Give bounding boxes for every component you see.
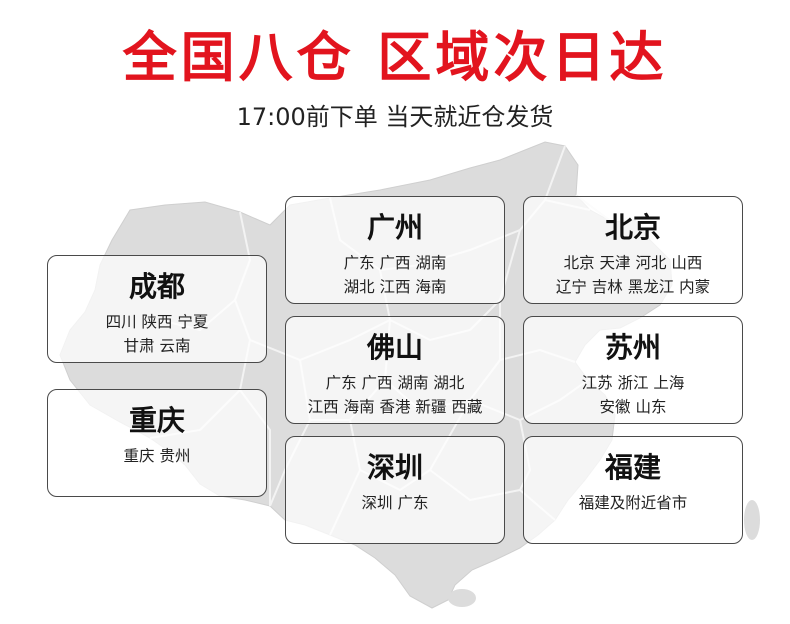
warehouse-name: 深圳	[366, 451, 423, 484]
warehouse-coverage-line: 江西 海南 香港 新疆 西藏	[307, 398, 483, 416]
warehouse-coverage-line: 广东 广西 湖南	[343, 254, 447, 272]
warehouse-name: 苏州	[604, 331, 661, 364]
warehouse-card-foshan: 佛山 广东 广西 湖南 湖北 江西 海南 香港 新疆 西藏	[285, 316, 505, 424]
warehouse-card-chongqing: 重庆 重庆 贵州	[47, 389, 267, 497]
warehouse-card-fujian: 福建 福建及附近省市	[523, 436, 743, 544]
warehouse-coverage-line: 安徽 山东	[599, 398, 667, 416]
warehouse-coverage-line: 湖北 江西 海南	[343, 278, 447, 296]
warehouse-coverage-line: 江苏 浙江 上海	[581, 374, 685, 392]
warehouse-name: 重庆	[128, 404, 185, 437]
warehouse-coverage-line: 福建及附近省市	[578, 494, 688, 512]
map-island-hainan	[448, 589, 476, 607]
warehouse-name: 广州	[366, 211, 423, 244]
warehouse-coverage-line: 广东 广西 湖南 湖北	[325, 374, 465, 392]
warehouse-card-beijing: 北京 北京 天津 河北 山西 辽宁 吉林 黑龙江 内蒙	[523, 196, 743, 304]
warehouse-card-chengdu: 成都 四川 陕西 宁夏 甘肃 云南	[47, 255, 267, 363]
warehouse-coverage-line: 北京 天津 河北 山西	[563, 254, 703, 272]
warehouse-card-shenzhen: 深圳 深圳 广东	[285, 436, 505, 544]
warehouse-coverage-line: 甘肃 云南	[123, 337, 191, 355]
warehouse-name: 佛山	[366, 331, 423, 364]
warehouse-name: 成都	[128, 270, 185, 303]
warehouse-card-suzhou: 苏州 江苏 浙江 上海 安徽 山东	[523, 316, 743, 424]
headline-subtitle: 17:00前下单 当天就近仓发货	[236, 103, 554, 131]
map-island-taiwan	[744, 500, 760, 540]
warehouse-coverage-line: 四川 陕西 宁夏	[105, 313, 209, 331]
warehouse-card-guangzhou: 广州 广东 广西 湖南 湖北 江西 海南	[285, 196, 505, 304]
warehouse-coverage-line: 重庆 贵州	[123, 447, 191, 465]
headline-title: 全国八仓 区域次日达	[122, 26, 668, 89]
warehouse-name: 福建	[604, 451, 661, 484]
warehouse-coverage-line: 深圳 广东	[361, 494, 429, 512]
warehouse-coverage-line: 辽宁 吉林 黑龙江 内蒙	[555, 278, 711, 296]
warehouse-name: 北京	[604, 211, 661, 244]
